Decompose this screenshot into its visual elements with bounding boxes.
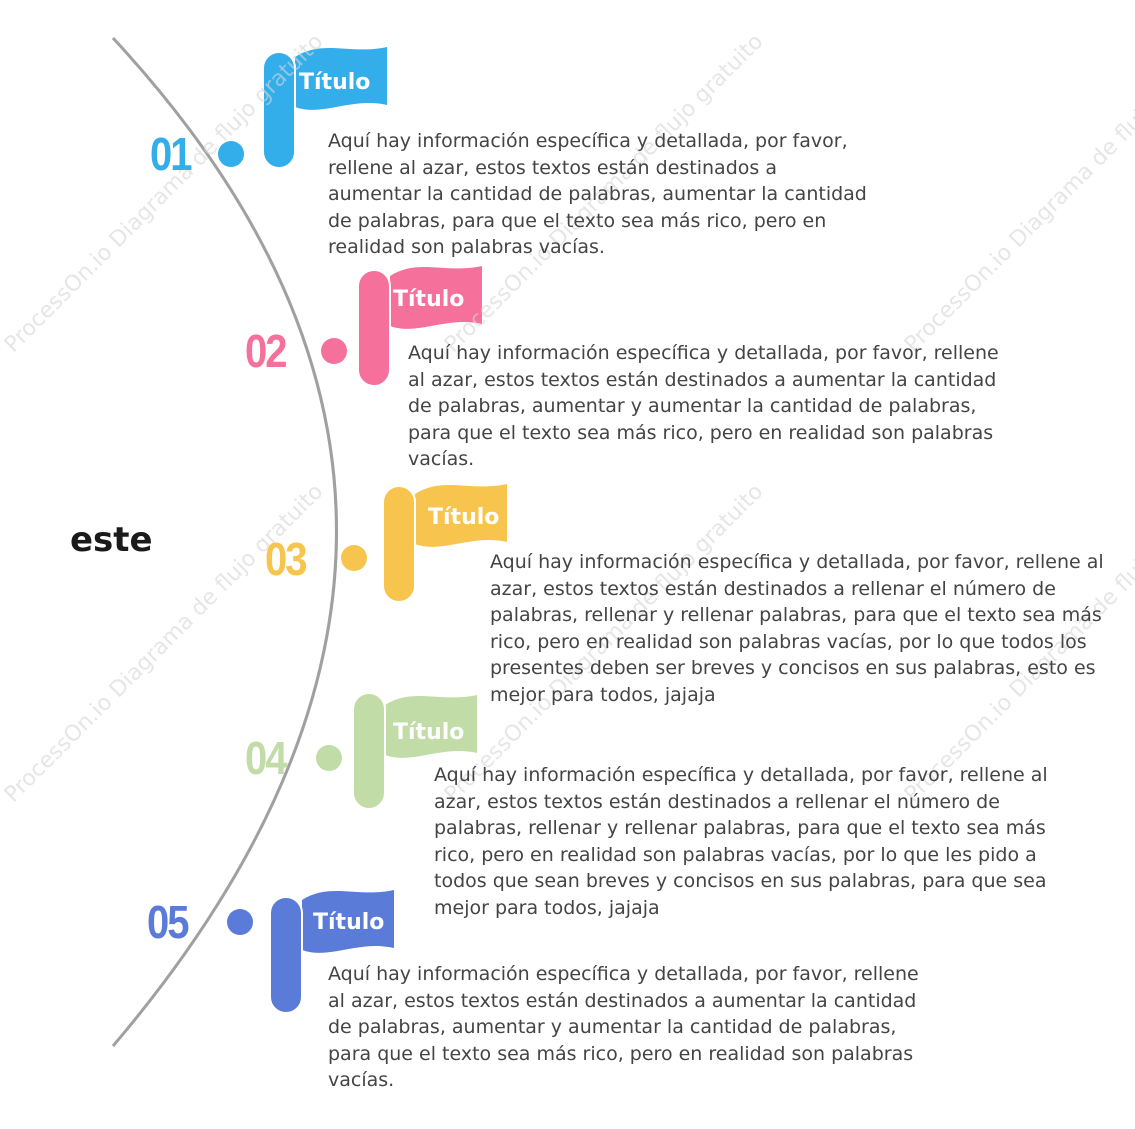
item-description-02: Aquí hay información específica y detall… bbox=[408, 342, 999, 470]
flag-pole-05 bbox=[269, 896, 303, 1014]
flag-banner-03 bbox=[415, 484, 507, 547]
flag-title-02: Título bbox=[393, 287, 465, 312]
timeline-dot-04 bbox=[316, 745, 342, 771]
center-label: este bbox=[70, 520, 153, 560]
item-description-04: Aquí hay información específica y detall… bbox=[434, 764, 1048, 919]
timeline-arc bbox=[111, 36, 338, 1047]
flag-title-04: Título bbox=[393, 720, 465, 745]
item-description-01: Aquí hay información específica y detall… bbox=[328, 130, 867, 258]
item-number-01: 01 bbox=[150, 129, 192, 181]
timeline-dot-03 bbox=[341, 545, 367, 571]
item-description-05: Aquí hay información específica y detall… bbox=[328, 963, 919, 1091]
item-description-03: Aquí hay información específica y detall… bbox=[490, 551, 1104, 706]
flag-banner-04 bbox=[385, 695, 477, 758]
timeline-dots bbox=[218, 141, 367, 935]
flag-banner-02 bbox=[390, 266, 482, 329]
flag-pole-02 bbox=[357, 269, 391, 387]
flag-title-05: Título bbox=[313, 910, 385, 935]
item-number-03: 03 bbox=[265, 534, 307, 586]
flag-pole-01 bbox=[262, 51, 296, 169]
item-number-02: 02 bbox=[245, 326, 287, 378]
timeline-dot-02 bbox=[321, 338, 347, 364]
timeline-dot-05 bbox=[227, 909, 253, 935]
timeline-dot-01 bbox=[218, 141, 244, 167]
item-number-04: 04 bbox=[245, 733, 287, 785]
item-number-05: 05 bbox=[147, 897, 189, 949]
flag-banner-01 bbox=[295, 47, 387, 110]
flag-pole-03 bbox=[382, 485, 416, 603]
flag-banner-05 bbox=[302, 890, 394, 953]
flag-pole-04 bbox=[352, 692, 386, 810]
flag-title-01: Título bbox=[299, 70, 371, 95]
flag-title-03: Título bbox=[428, 505, 500, 530]
timeline-flags bbox=[262, 47, 507, 1014]
